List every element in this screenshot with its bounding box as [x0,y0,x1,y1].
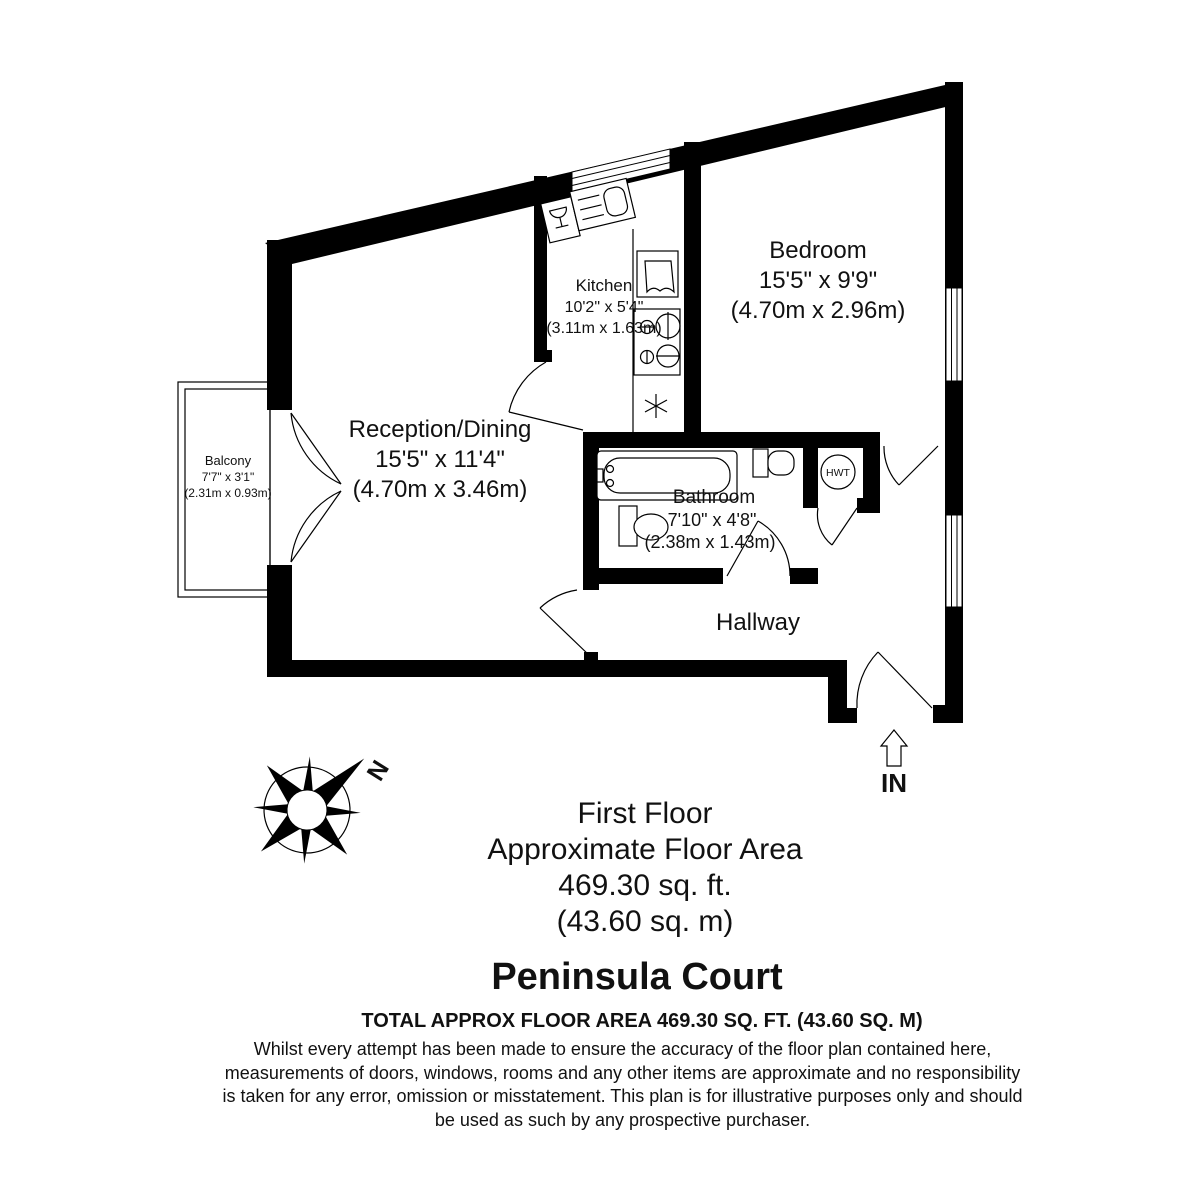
entrance-arrow-icon [879,729,909,767]
bedroom-metric: (4.70m x 2.96m) [731,297,906,324]
closet-door-icon [816,507,858,546]
dishwasher-icon [539,195,581,244]
basin-icon [618,505,669,547]
hot-water-tank-icon: HWT [820,454,856,490]
bedroom-left-wall [684,142,701,448]
bathroom-metric: (2.38m x 1.43m) [644,532,775,552]
kitchen-fixtures [539,177,681,441]
kitchen-name: Kitchen [576,276,633,295]
entrance-left-jamb [847,708,857,723]
floor-name: First Floor [577,797,713,830]
balcony-metric: (2.31m x 0.93m) [184,486,271,500]
balcony-door-icon [290,412,342,563]
bottom-wall [267,660,847,677]
bedroom-name: Bedroom [769,237,866,264]
bathroom-name: Bathroom [673,487,755,508]
kitchen-left-wall [534,176,547,362]
closet-right-foot [857,498,880,513]
disclaimer: Whilst every attempt has been made to en… [100,1038,1145,1132]
area-heading: Approximate Floor Area [487,833,803,866]
kitchen-window-icon [571,148,671,193]
closet-left-wall [803,432,818,508]
doors [290,361,939,709]
hallway-window-icon [945,514,963,608]
kitchen-sink-icon [568,177,637,232]
reception-name: Reception/Dining [349,416,532,443]
bathroom-door-icon [726,520,791,577]
bathroom-bottom-wall-left [583,568,723,584]
left-wall-lower [267,565,292,677]
right-wall [945,82,963,723]
closet-right-wall [863,432,880,513]
disclaimer-line: Whilst every attempt has been made to en… [253,1039,992,1059]
disclaimer-line: is taken for any error, omission or miss… [222,1086,1023,1106]
bathroom-top-wall [584,432,880,448]
area-metric: (43.60 sq. m) [556,905,734,938]
compass-rose-icon: N [253,756,395,864]
bedroom-imperial: 15'5" x 9'9" [759,267,877,294]
bathroom-fixtures: HWT [593,448,856,547]
floor-summary: First Floor Approximate Floor Area 469.3… [145,796,1145,940]
bathtub-icon [593,450,738,501]
entrance-right-jamb [933,705,963,723]
toilet-icon [752,448,795,478]
entrance-marker: IN [879,729,909,798]
kitchen-metric: (3.11m x 1.63m) [546,320,661,337]
entrance-label: IN [881,768,907,798]
balcony-railing [177,381,271,598]
bathroom-left-wall [583,432,599,590]
reception-metric: (4.70m x 3.46m) [353,476,528,503]
bedroom-window-icon [945,287,963,382]
hob-icon [633,308,681,376]
extractor-asterisk-icon [644,394,668,418]
kitchen-imperial: 10'2" x 5'4" [565,299,644,316]
total-area-line: TOTAL APPROX FLOOR AREA 469.30 SQ. FT. (… [361,1010,923,1032]
bathroom-imperial: 7'10" x 4'8" [668,510,757,530]
kitchen-door-icon [508,361,584,431]
kitchen-wall-foot [534,350,552,362]
page-title: Peninsula Court [491,956,783,998]
balcony-name: Balcony [205,453,252,468]
hallway-name: Hallway [716,609,800,636]
bedroom-door-icon [883,445,939,486]
room-labels: Bedroom 15'5" x 9'9" (4.70m x 2.96m) Rec… [184,237,905,636]
disclaimer-line: measurements of doors, windows, rooms an… [224,1062,1021,1083]
kitchen-appliance-icon [636,250,679,298]
area-imperial: 469.30 sq. ft. [558,869,732,902]
hwt-label: HWT [826,467,850,479]
entrance-step-wall [828,660,847,723]
left-wall-upper [267,240,292,410]
balcony-imperial: 7'7" x 3'1" [202,470,254,484]
reception-imperial: 15'5" x 11'4" [375,446,505,473]
reception-door-icon [539,589,592,658]
entrance-door-icon [856,651,933,709]
windows [571,148,963,608]
bathroom-bottom-wall-right [790,568,818,584]
compass-north-label: N [362,756,395,786]
disclaimer-line: be used as such by any prospective purch… [434,1109,811,1130]
